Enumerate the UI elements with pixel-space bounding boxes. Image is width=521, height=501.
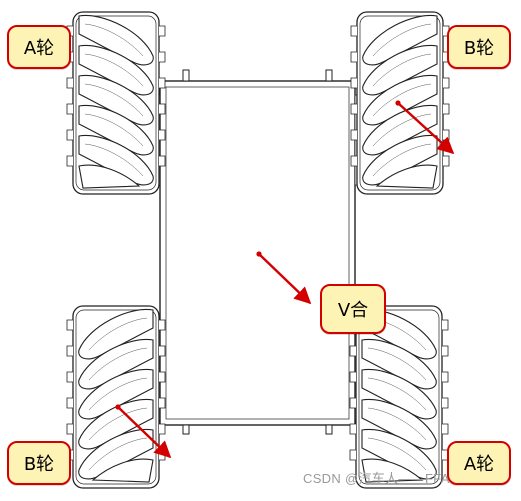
arrow-resultant bbox=[258, 253, 312, 305]
force-arrows bbox=[115, 100, 455, 459]
mount-tab bbox=[182, 424, 190, 435]
label-wheel-bottom-left: B轮 bbox=[7, 441, 71, 485]
watermark: CSDN @汽车人——FFA bbox=[303, 471, 450, 486]
arrow-top-right-wheel bbox=[397, 102, 455, 155]
label-wheel-top-left: A轮 bbox=[7, 25, 71, 69]
wheel-bottom-left bbox=[66, 305, 166, 489]
mount-tab bbox=[182, 69, 190, 82]
label-wheel-top-right: B轮 bbox=[447, 25, 511, 69]
mount-tab bbox=[325, 69, 333, 82]
label-wheel-bottom-right: A轮 bbox=[447, 441, 511, 485]
arrow-bottom-left-wheel bbox=[117, 406, 172, 459]
chassis-inner-frame bbox=[165, 86, 350, 420]
wheel-top-left bbox=[66, 11, 166, 195]
mount-tab bbox=[325, 424, 333, 435]
label-resultant-velocity: V合 bbox=[320, 284, 386, 334]
